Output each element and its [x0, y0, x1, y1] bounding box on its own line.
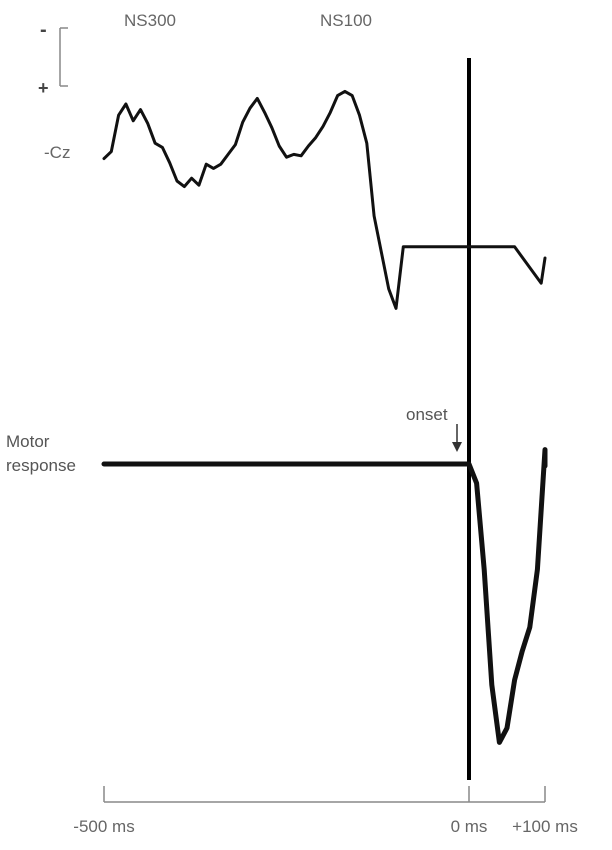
- polarity-scale: - +: [38, 19, 68, 98]
- series-line-cz: [102, 89, 547, 310]
- series-motor-label-line1: Motor: [6, 432, 50, 451]
- onset-arrow-head: [452, 442, 462, 452]
- polarity-negative-label: -: [40, 19, 47, 41]
- onset-annotation: onset: [406, 405, 462, 452]
- series-motor-label: Motor response: [6, 432, 76, 475]
- series-cz-label: -Cz: [44, 143, 70, 162]
- polarity-positive-label: +: [38, 78, 49, 98]
- series-motor-label-line2: response: [6, 456, 76, 475]
- x-tick-label: -500 ms: [73, 817, 134, 836]
- series-line-motor-response: [101, 447, 548, 745]
- x-axis: -500 ms 0 ms +100 ms: [73, 786, 578, 836]
- annotation-ns300: NS300: [124, 11, 176, 30]
- onset-label: onset: [406, 405, 448, 424]
- annotation-ns100: NS100: [320, 11, 372, 30]
- x-tick-label: +100 ms: [512, 817, 578, 836]
- x-tick-label: 0 ms: [451, 817, 488, 836]
